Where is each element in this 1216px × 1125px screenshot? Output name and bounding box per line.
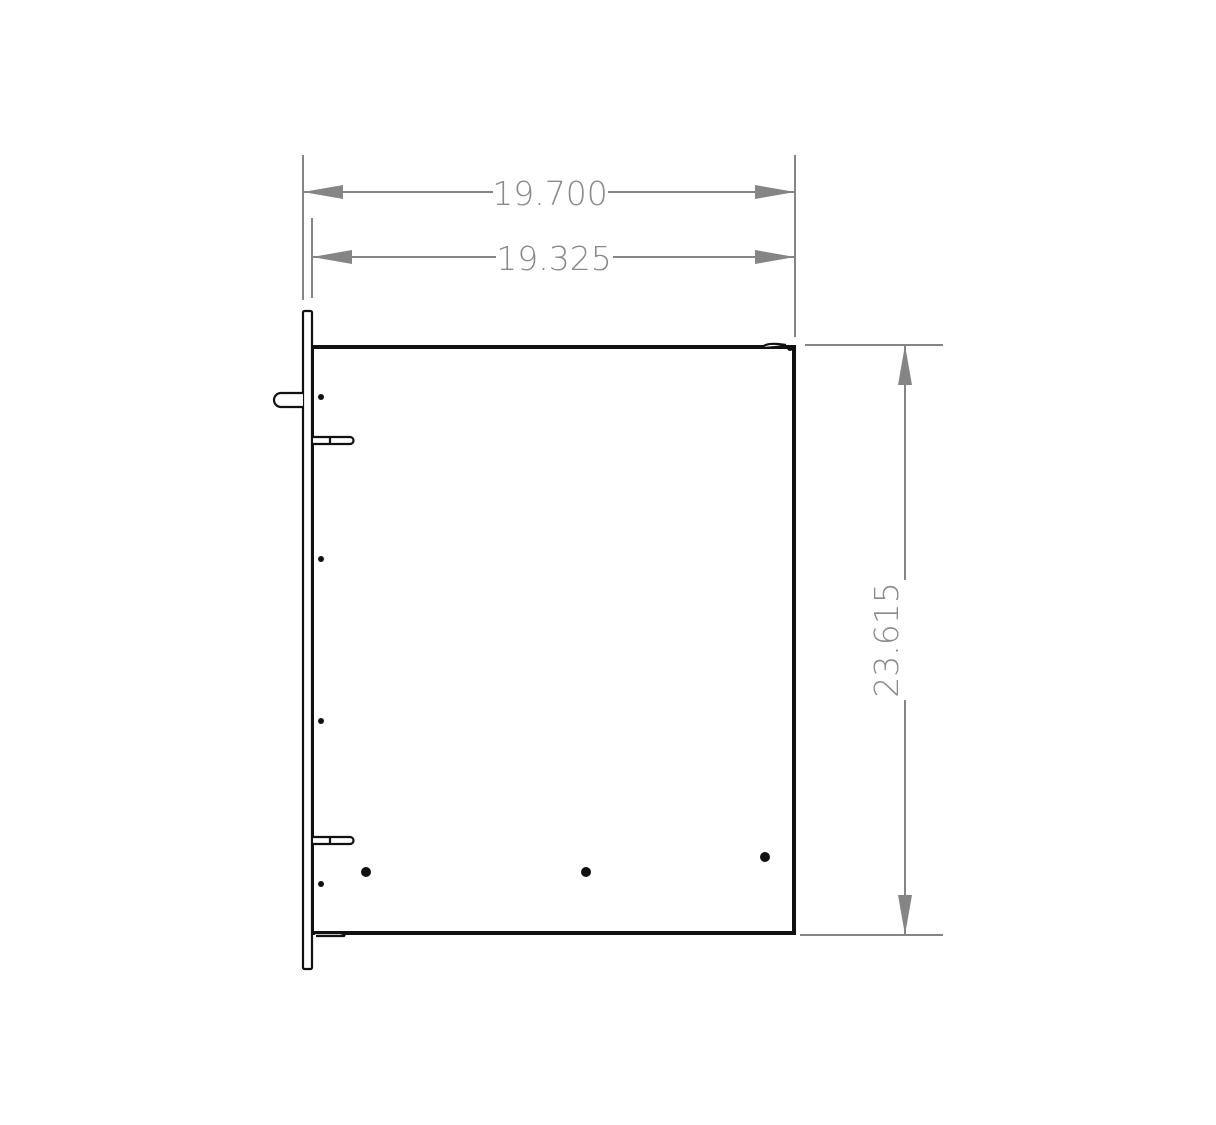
enclosure-part: [272, 309, 796, 971]
enclosure-body: [310, 345, 796, 935]
arrowhead-body-right: [755, 250, 795, 264]
arrowhead-height-bottom: [898, 895, 912, 935]
hole-front-2: [318, 556, 324, 562]
slide-tab-bottom: [313, 835, 355, 846]
hole-front-1: [318, 394, 324, 400]
handle-stub: [272, 391, 303, 409]
dimension-label-height: 23.615: [867, 582, 906, 697]
hole-bottom-2: [581, 867, 591, 877]
slide-tab-top: [313, 435, 355, 446]
dimension-overall-width: 19.700: [302, 155, 796, 337]
arrowhead-body-left: [312, 250, 352, 264]
arrowhead-overall-left: [303, 185, 343, 199]
arrowhead-height-top: [898, 345, 912, 385]
front-flange: [301, 309, 314, 971]
hole-bottom-1: [361, 867, 371, 877]
dimension-height: 23.615: [800, 344, 943, 936]
hole-front-3: [318, 718, 324, 724]
hole-bottom-3: [760, 852, 770, 862]
dimension-body-width: 19.325: [311, 218, 795, 298]
hole-front-4: [318, 881, 324, 887]
corner-detail-bottom-left: [314, 931, 346, 938]
dimension-label-body-width: 19.325: [496, 239, 611, 278]
corner-pin-top-right: [787, 345, 793, 351]
corner-detail-top-right: [762, 342, 787, 348]
arrowhead-overall-right: [755, 185, 795, 199]
dimension-label-overall-width: 19.700: [492, 174, 607, 213]
